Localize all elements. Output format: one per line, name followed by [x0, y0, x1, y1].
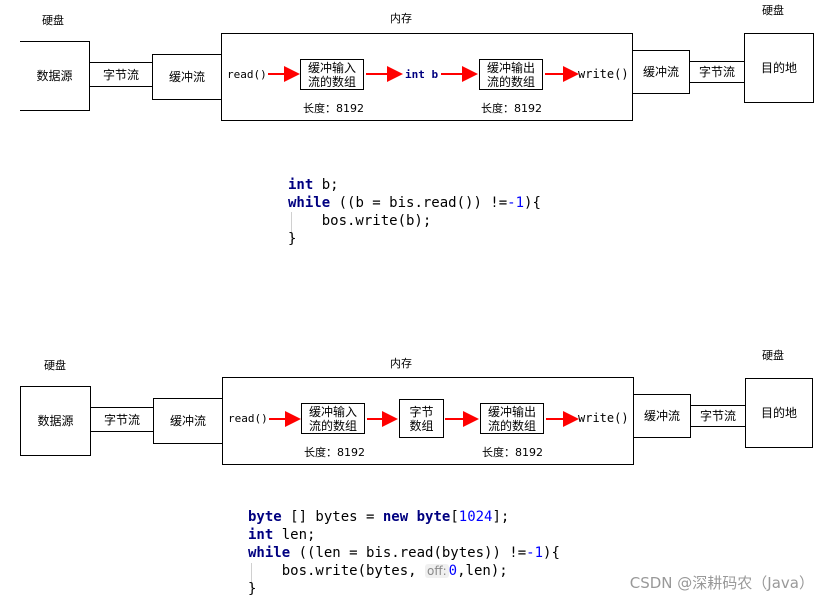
output-buffer-array-box: 缓冲输出流的数组: [479, 59, 543, 90]
byte-stream-box-left-2: 字节流: [90, 407, 154, 432]
int-b-variable: int b: [405, 68, 439, 81]
input-buffer-line1-2: 缓冲输入: [308, 404, 357, 419]
buffer-stream-label-left-2: 缓冲流: [169, 414, 206, 428]
code-text: ,len);: [457, 563, 508, 579]
code-text: len;: [273, 527, 316, 543]
code-text: bos.write(b);: [288, 213, 432, 229]
indent-guide-2: [251, 563, 252, 589]
byte-stream-box-right: 字节流: [689, 61, 745, 83]
data-source-label: 数据源: [36, 69, 73, 83]
data-source-box: 数据源: [20, 41, 90, 111]
write-method: write(): [578, 67, 629, 81]
buffer-stream-box-right: 缓冲流: [632, 50, 690, 94]
code-text: ];: [492, 509, 510, 525]
buffer-stream-label-right: 缓冲流: [642, 65, 679, 79]
byte-stream-label-right: 字节流: [698, 65, 735, 79]
parameter-hint: off:: [425, 564, 449, 578]
output-buffer-length-2: 长度：8192: [482, 446, 543, 459]
output-buffer-line1-2: 缓冲输出: [487, 404, 536, 419]
output-buffer-line2-2: 流的数组: [487, 418, 536, 433]
input-buffer-length-2: 长度：8192: [304, 446, 365, 459]
write-method-2: write(): [578, 411, 629, 425]
read-method-2: read(): [228, 412, 268, 425]
code-text: ((len = bis.read(bytes)) !=: [290, 545, 527, 561]
code-number: 1024: [458, 509, 493, 525]
code-text: ){: [543, 545, 560, 561]
code-block-2: byte [] bytes = new byte[1024]; int len;…: [248, 508, 560, 598]
byte-stream-label-right-2: 字节流: [699, 409, 736, 423]
buffer-stream-box-right-2: 缓冲流: [633, 394, 691, 438]
code-text: ((b = bis.read()) !=: [330, 195, 508, 211]
destination-box-2: 目的地: [745, 378, 813, 448]
disk-label-left: 硬盘: [42, 14, 64, 27]
byte-array-line2: 数组: [409, 418, 434, 433]
memory-label-2: 内存: [390, 357, 412, 370]
code-text: [: [450, 509, 459, 525]
output-buffer-array-box-2: 缓冲输出流的数组: [480, 403, 544, 434]
output-buffer-line2: 流的数组: [486, 74, 535, 89]
code-keyword: byte: [248, 509, 282, 525]
code-number: 0: [448, 563, 458, 579]
input-buffer-array-box-2: 缓冲输入流的数组: [301, 403, 365, 434]
indent-guide: [291, 212, 292, 242]
byte-array-box: 字节数组: [399, 399, 444, 438]
code-text: }: [248, 581, 257, 597]
destination-box: 目的地: [744, 33, 814, 103]
input-buffer-length: 长度：8192: [303, 102, 364, 115]
disk-label-right: 硬盘: [762, 4, 784, 17]
buffer-stream-label-right-2: 缓冲流: [643, 409, 680, 423]
input-buffer-array-box: 缓冲输入流的数组: [300, 59, 364, 90]
output-buffer-length: 长度：8192: [481, 102, 542, 115]
output-buffer-line1: 缓冲输出: [486, 60, 535, 75]
byte-array-line1: 字节: [409, 404, 434, 419]
code-number: -1: [526, 545, 544, 561]
byte-stream-label-left-2: 字节流: [103, 412, 140, 427]
byte-stream-box-left: 字节流: [89, 62, 153, 87]
buffer-stream-label-left: 缓冲流: [168, 70, 205, 84]
disk-label-left-2: 硬盘: [44, 359, 66, 372]
code-text: }: [288, 231, 297, 247]
data-source-label-2: 数据源: [37, 414, 74, 428]
code-text: b;: [313, 177, 339, 193]
destination-label: 目的地: [760, 61, 797, 75]
byte-stream-label-left: 字节流: [102, 67, 139, 82]
code-keyword: while: [288, 195, 331, 211]
code-keyword: int: [288, 177, 314, 193]
disk-label-right-2: 硬盘: [762, 349, 784, 362]
code-keyword: new: [382, 509, 409, 525]
code-text: [] bytes =: [281, 509, 383, 525]
code-block-1: int b; while ((b = bis.read()) !=-1){ bo…: [288, 176, 541, 248]
input-buffer-line1: 缓冲输入: [307, 60, 356, 75]
code-keyword: int: [248, 527, 274, 543]
code-text: bos.write(bytes,: [248, 563, 426, 579]
input-buffer-line2-2: 流的数组: [308, 418, 357, 433]
code-keyword: byte: [416, 509, 451, 525]
code-text: ){: [524, 195, 541, 211]
watermark: CSDN @深耕码农（Java）: [629, 574, 814, 592]
read-method: read(): [227, 68, 267, 81]
buffer-stream-box-left-2: 缓冲流: [153, 398, 223, 444]
memory-label: 内存: [390, 12, 412, 25]
destination-label-2: 目的地: [760, 406, 797, 420]
input-buffer-line2: 流的数组: [307, 74, 356, 89]
code-keyword: while: [248, 545, 291, 561]
code-number: -1: [507, 195, 525, 211]
